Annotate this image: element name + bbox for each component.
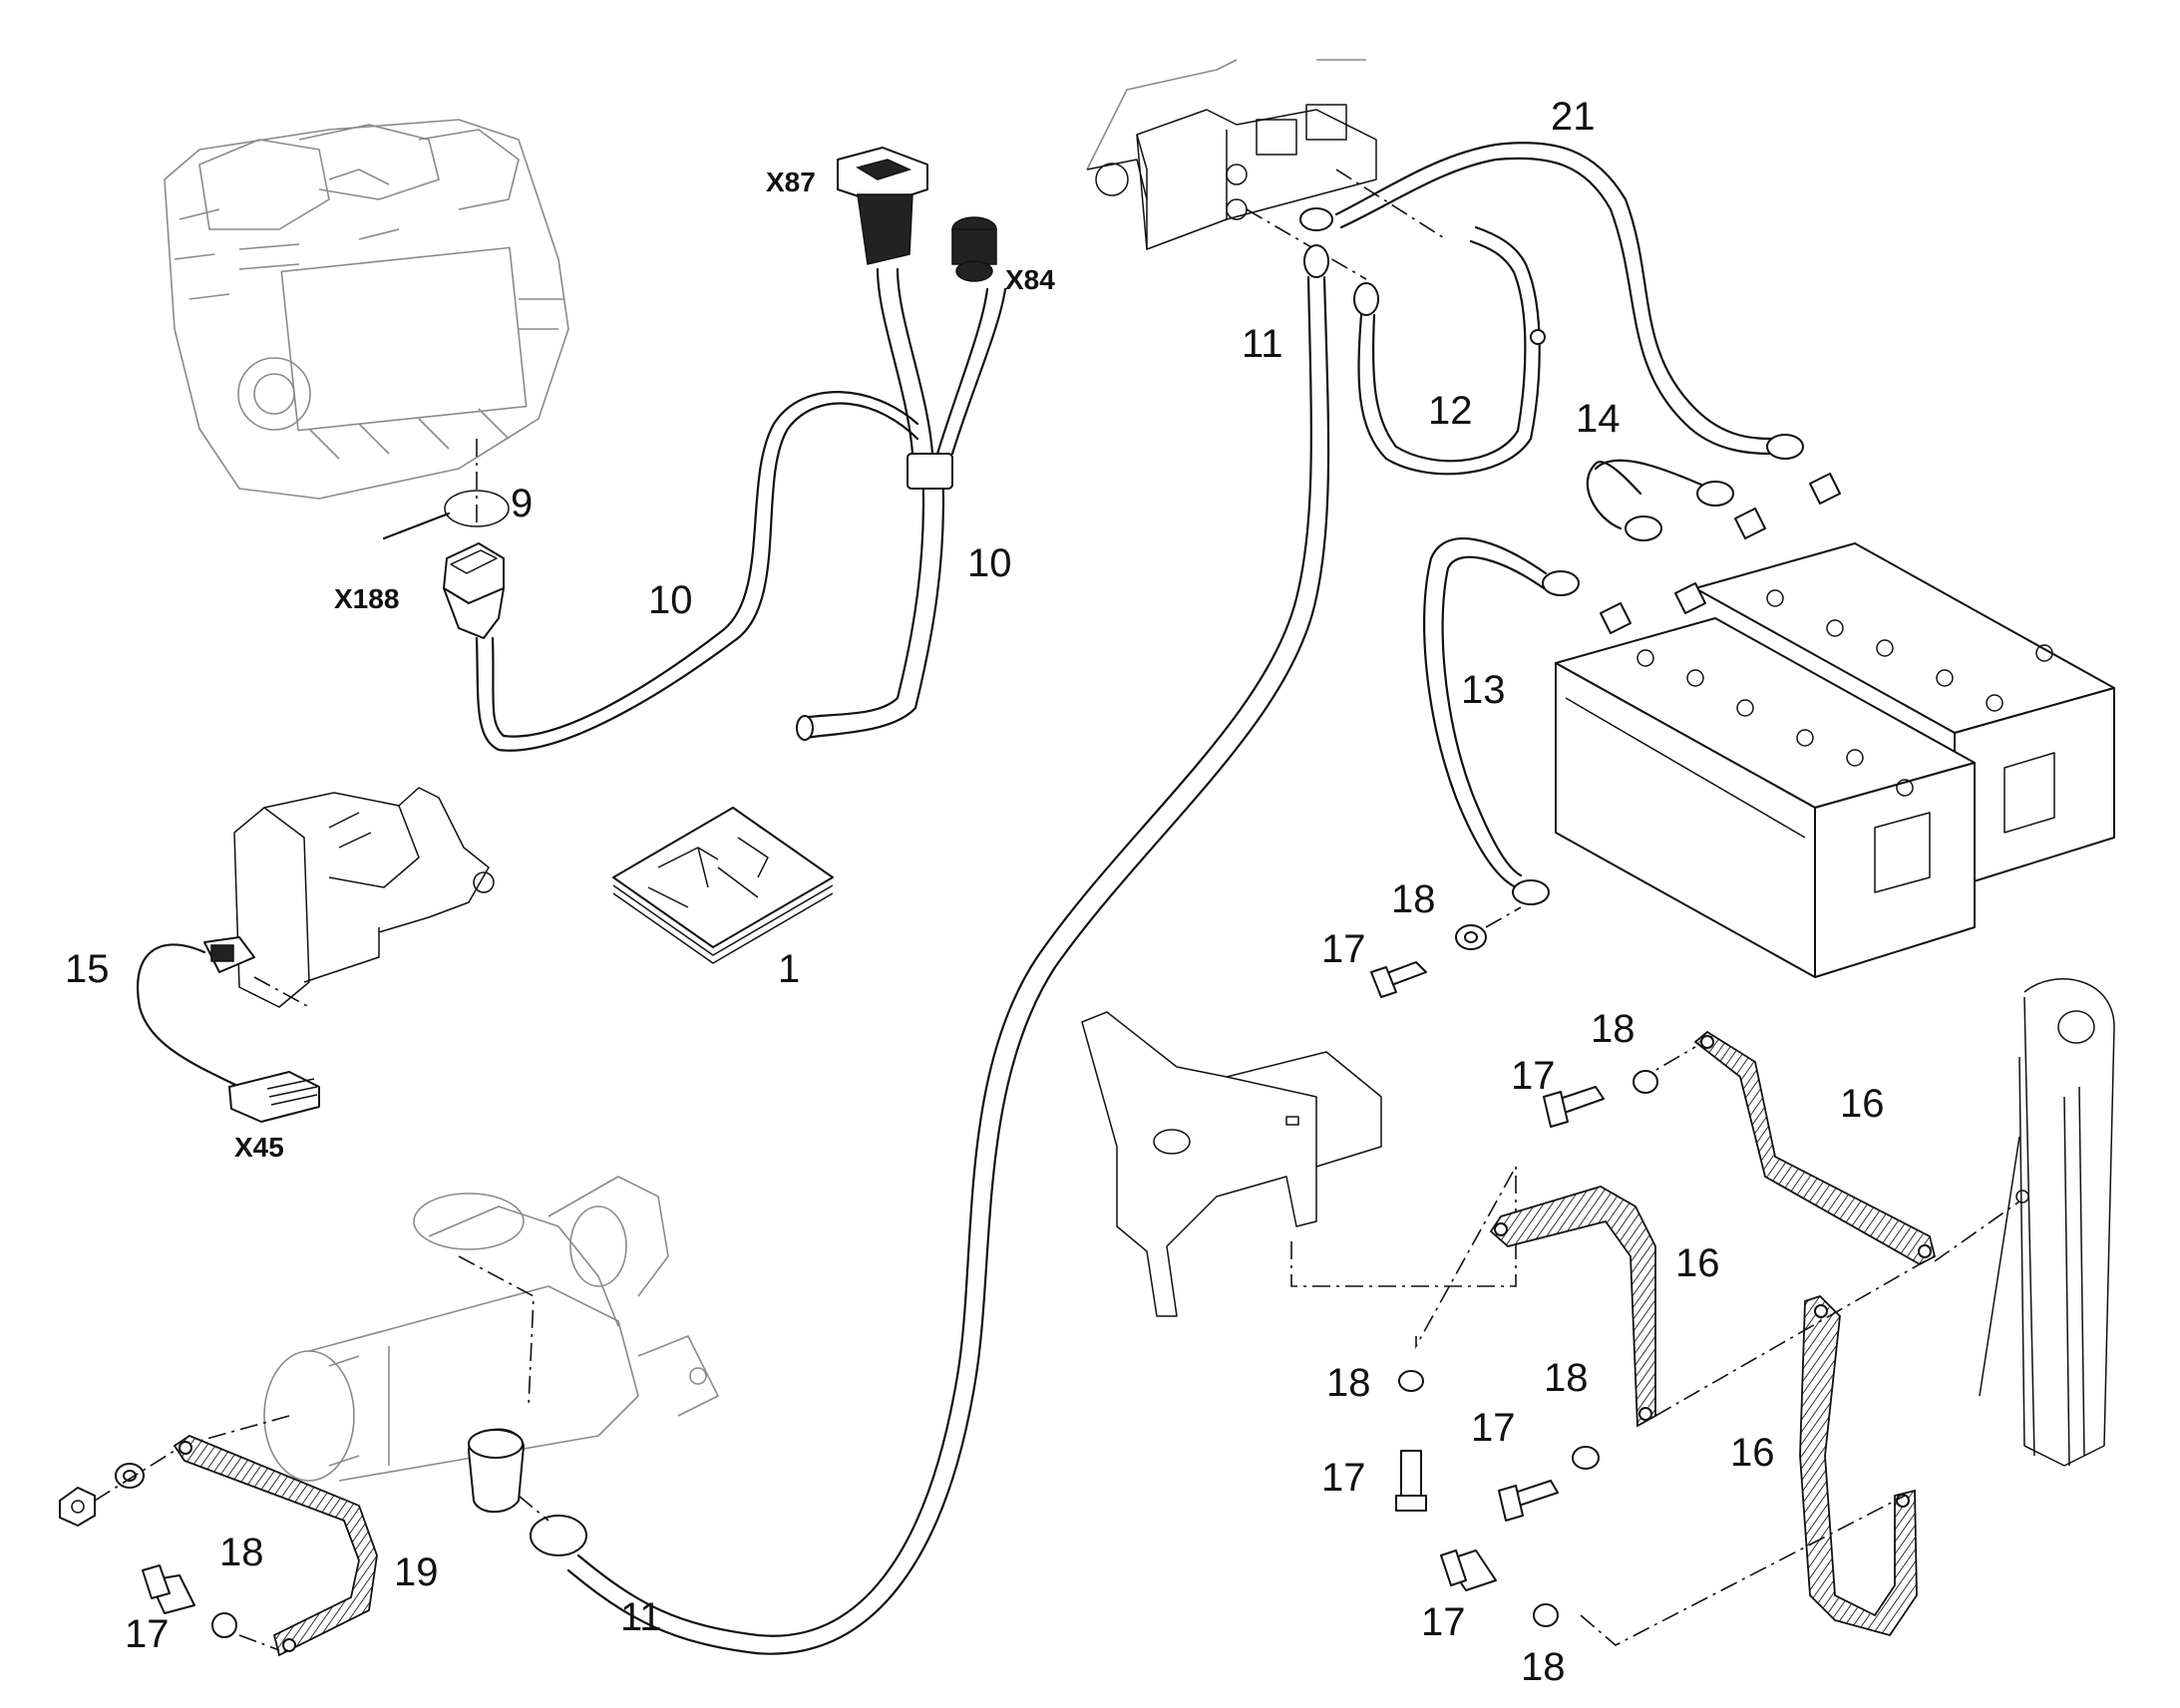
callout-15: 15 — [65, 947, 110, 991]
cable-14 — [1586, 459, 1734, 541]
callout-16-top: 16 — [1840, 1082, 1885, 1126]
strap19-dash-2 — [238, 1634, 280, 1651]
callout-10-right: 10 — [967, 541, 1012, 585]
chassis-dash-line — [1290, 1163, 1517, 1350]
callout-18-b: 18 — [1391, 877, 1436, 921]
callout-11-top: 11 — [1242, 322, 1283, 366]
callout-14: 14 — [1576, 397, 1621, 441]
bolt-17-b — [1543, 1070, 1658, 1128]
bolt-17-e — [1440, 1549, 1559, 1627]
mounting-bracket-part — [233, 787, 495, 1008]
bracket-dash-line — [253, 976, 310, 1008]
dash-13-bolt — [1485, 906, 1522, 928]
callout-18-c: 18 — [1591, 1007, 1635, 1051]
callout-17-a: 17 — [125, 1612, 170, 1656]
post-dash-line — [1934, 1200, 2020, 1262]
callout-1: 1 — [778, 947, 800, 991]
callout-10-left: 10 — [648, 578, 693, 622]
label-x45: X45 — [234, 1132, 284, 1163]
label-x188: X188 — [334, 583, 399, 614]
bolt-17-a — [142, 1564, 237, 1638]
cable-11-long — [530, 244, 1330, 1655]
callout-21: 21 — [1551, 95, 1596, 139]
strap-19 — [173, 1434, 378, 1657]
connector-x87-part — [837, 147, 928, 265]
sensor-15-part — [137, 936, 320, 1123]
label-x84: X84 — [1005, 264, 1055, 295]
connector-x84-part — [951, 216, 997, 282]
nut-washer-19 — [59, 1463, 145, 1527]
callout-16-bottom: 16 — [1730, 1431, 1775, 1475]
callout-18-f: 18 — [1521, 1645, 1566, 1689]
starter-dash-line-2 — [198, 1415, 290, 1442]
cable-12 — [1353, 225, 1546, 476]
strap-16-top — [1693, 1030, 1937, 1266]
engine-block — [164, 119, 569, 500]
relay-dash-line-2 — [1335, 169, 1447, 240]
strap19-dash — [94, 1450, 176, 1502]
battery-terminals — [1600, 473, 1841, 634]
cap-dash-line — [518, 1495, 549, 1522]
chassis-bracket — [1081, 1011, 1382, 1317]
battery-front — [1555, 617, 1976, 978]
harness-10 — [475, 267, 1007, 752]
terminal-cap-part — [468, 1428, 525, 1514]
callout-13: 13 — [1461, 668, 1506, 712]
label-x87: X87 — [766, 167, 816, 197]
frame-post — [1979, 978, 2115, 1467]
strap-16-bottom — [1799, 1294, 1918, 1637]
bolt-17-c — [1395, 1370, 1427, 1512]
cable-13 — [1423, 536, 1580, 905]
diagram-booklet-part — [612, 807, 834, 964]
callout-11-bottom: 11 — [620, 1595, 662, 1639]
relay-panel — [1086, 59, 1377, 250]
callout-17-e: 17 — [1471, 1406, 1516, 1450]
callout-16-middle: 16 — [1675, 1241, 1720, 1285]
starter-motor — [263, 1176, 719, 1482]
callout-17-c: 17 — [1511, 1054, 1556, 1098]
callout-19: 19 — [394, 1550, 439, 1594]
callout-18-a: 18 — [219, 1531, 264, 1574]
callout-18-d: 18 — [1326, 1361, 1371, 1405]
callout-18-e: 18 — [1544, 1356, 1589, 1400]
cable-21 — [1299, 142, 1804, 460]
relay-dash-line — [1246, 208, 1367, 280]
callout-17-f: 17 — [1421, 1600, 1466, 1644]
connector-x188-part — [443, 542, 505, 639]
cable-tie-part — [382, 490, 510, 540]
callout-9: 9 — [511, 482, 533, 525]
strap-dash-bottom — [1580, 1495, 1906, 1646]
starter-dash-line — [458, 1255, 535, 1407]
callout-12: 12 — [1428, 389, 1473, 433]
callout-17-b: 17 — [1321, 927, 1366, 971]
bolt-washer-13 — [1370, 924, 1487, 998]
callout-17-d: 17 — [1321, 1456, 1366, 1500]
battery-rear — [1694, 542, 2115, 888]
bolt-17-d — [1498, 1446, 1600, 1522]
